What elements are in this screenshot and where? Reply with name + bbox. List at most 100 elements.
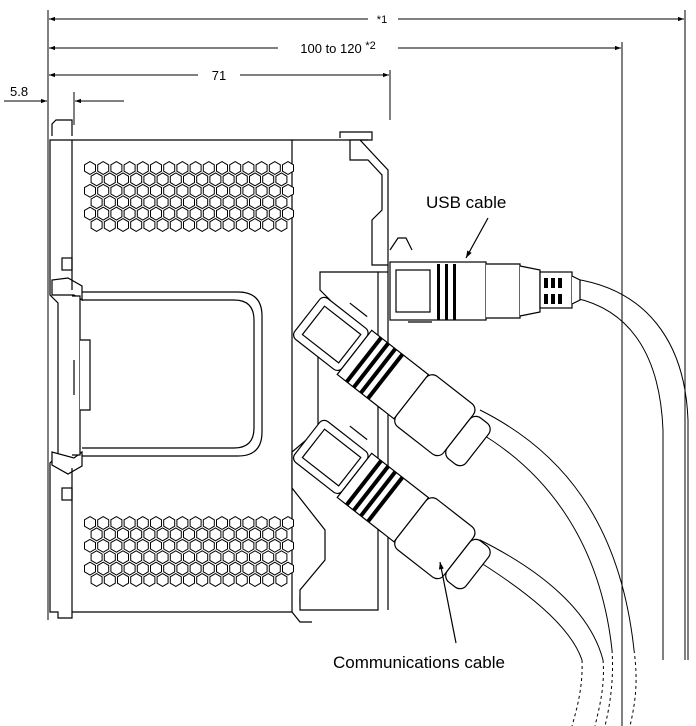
vent-hole [222,195,235,210]
vent-hole [189,561,202,576]
vent-hole [156,218,169,232]
vent-hole [255,561,268,576]
vent-hole [202,516,215,530]
vent-hole [229,206,242,221]
vent-hole [183,195,195,210]
vent-hole [150,516,162,530]
vent-hole [229,516,242,530]
vent-hole [275,573,288,587]
vent-hole [150,538,162,553]
vent-hole [216,161,228,175]
vent-hole [209,195,222,210]
vent-hole [143,527,156,542]
vent-hole [176,516,189,530]
vent-hole [189,538,202,553]
vent-hole [176,161,189,175]
vent-hole [123,561,136,576]
vent-hole [123,206,136,221]
vent-hole [136,561,149,576]
vent-hole [156,527,169,542]
usb-plug [389,237,581,323]
vent-hole [255,183,268,198]
vent-hole [169,195,182,210]
vent-hole [163,206,176,221]
vent-hole [262,172,275,187]
dimension-depth-range-label: 100 to 120 [300,41,365,56]
vent-hole [169,172,182,187]
vent-hole [209,573,222,587]
vent-hole [275,527,288,542]
vent-hole [130,172,143,187]
vent-hole [183,172,195,187]
vent-hole [90,550,103,565]
vent-hole [156,172,169,187]
vent-hole [143,573,156,587]
vent-hole [163,538,176,553]
vent-hole [97,516,110,530]
vent-hole [163,561,176,576]
vent-hole [262,195,275,210]
vent-hole [202,538,215,553]
vent-hole [103,573,116,587]
communications-cable-label: Communications cable [333,653,505,672]
vent-hole [255,161,268,175]
vent-hole [249,218,261,232]
unit-body [49,119,389,623]
vent-hole [90,218,103,232]
vent-hole [216,183,228,198]
usb-cable-callout: USB cable [426,193,506,259]
vent-hole [117,573,129,587]
vent-hole [209,527,222,542]
vent-hole [216,561,228,576]
vent-hole [97,206,110,221]
vent-hole [282,183,294,198]
vent-hole [242,161,255,175]
vent-hole [169,527,182,542]
vent-hole [262,573,275,587]
vent-hole [176,183,189,198]
vent-hole [242,538,255,553]
vent-hole [143,550,156,565]
dimension-body-width: 71 [49,68,389,83]
dimension-overall-note: *1 [377,14,387,26]
vent-hole [268,183,281,198]
vent-hole [275,550,288,565]
vent-hole [282,516,294,530]
vent-hole [110,161,123,175]
vent-hole [103,195,116,210]
vent-hole [156,550,169,565]
vent-hole [255,538,268,553]
cable-dashed-ends [571,649,637,726]
vent-hole [202,161,215,175]
vent-hole [209,218,222,232]
vent-hole [117,550,129,565]
vent-hole [84,161,96,175]
vent-hole [282,206,294,221]
vent-hole [136,161,149,175]
vent-hole [150,161,162,175]
vent-hole [176,206,189,221]
vent-hole [235,218,248,232]
vent-hole [169,573,182,587]
vent-hole [90,195,103,210]
vent-hole [229,561,242,576]
vent-hole [268,161,281,175]
comm-plug-lower [292,419,491,590]
dimension-body-width-label: 71 [212,68,226,83]
vent-hole [189,206,202,221]
dimension-overall: *1 [49,14,684,26]
ventilation-grid-bottom [84,516,294,587]
vent-hole [268,206,281,221]
vent-hole [117,195,129,210]
vent-hole [183,573,195,587]
vent-hole [176,538,189,553]
vent-hole [222,218,235,232]
vent-hole [196,172,209,187]
vent-hole [136,183,149,198]
vent-hole [255,206,268,221]
dimension-rail-offset-label: 5.8 [10,84,28,99]
vent-hole [235,527,248,542]
ventilation-grid-top [84,161,294,232]
vent-hole [196,218,209,232]
vent-hole [110,516,123,530]
